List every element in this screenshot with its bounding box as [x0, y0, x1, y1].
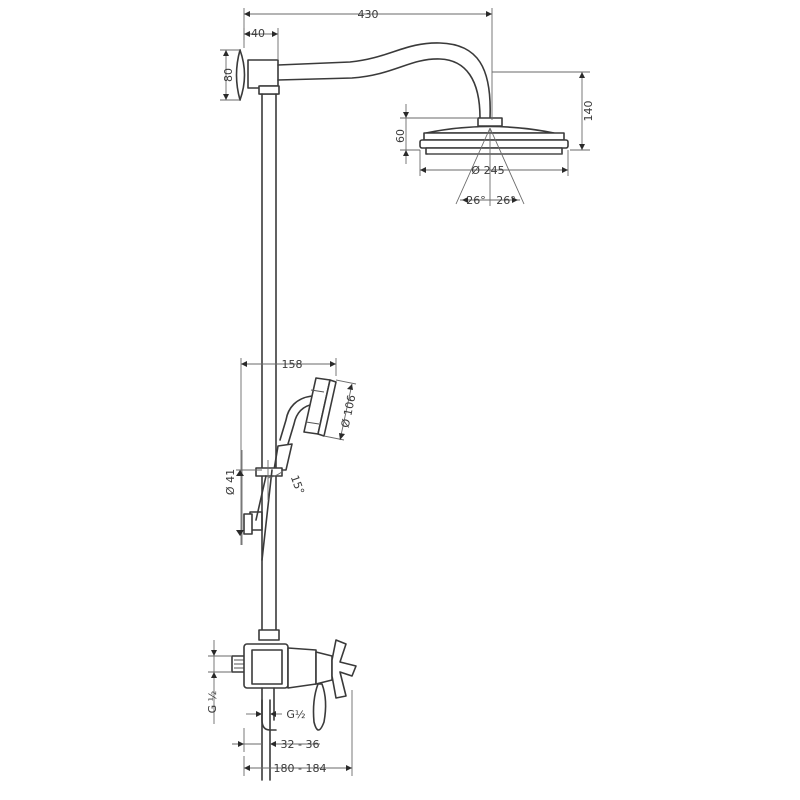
dim-180-184: 180 - 184 — [243, 690, 353, 776]
dim-32-36: 32 - 36 — [232, 728, 320, 752]
dim-430-label: 430 — [358, 8, 379, 21]
dim-158-label: 158 — [282, 358, 303, 371]
riser-pipe — [258, 85, 280, 641]
dim-outlet-thread-label: G½ — [286, 708, 305, 721]
mixer-valve — [231, 639, 357, 781]
dim-spray-right-label: 26° — [496, 194, 516, 207]
dim-40-label: 40 — [251, 27, 265, 40]
dim-245-label: Ø 245 — [471, 164, 504, 177]
dim-430: 430 — [243, 8, 493, 120]
shower-arm — [277, 42, 491, 119]
dim-outlet-thread: G½ — [246, 708, 306, 721]
hand-shower — [273, 377, 337, 471]
dim-15: 15° — [267, 460, 307, 500]
dim-40: 40 — [243, 27, 279, 60]
dim-158: 158 — [240, 358, 337, 545]
dim-180-184-label: 180 - 184 — [274, 762, 327, 775]
dim-245: Ø 245 — [419, 150, 569, 177]
dim-41-label: Ø 41 — [224, 469, 237, 495]
dim-15-label: 15° — [288, 473, 307, 496]
dim-spray-angles: 26° 26° — [455, 127, 525, 207]
dim-106-label: Ø 106 — [339, 394, 359, 429]
dim-60: 60 — [394, 104, 478, 164]
dim-spray-left-label: 26° — [466, 194, 486, 207]
dim-80-label: 80 — [222, 68, 235, 82]
dim-41: Ø 41 — [224, 450, 262, 545]
slide-bar-holder — [243, 467, 283, 561]
dim-inlet-thread: G ½ — [206, 640, 232, 724]
dim-140: 140 — [492, 71, 595, 151]
dim-140-label: 140 — [582, 101, 595, 122]
dim-inlet-thread-label: G ½ — [206, 691, 219, 714]
dim-60-label: 60 — [394, 129, 407, 143]
dim-32-36-label: 32 - 36 — [281, 738, 320, 751]
dim-80: 80 — [220, 49, 240, 101]
